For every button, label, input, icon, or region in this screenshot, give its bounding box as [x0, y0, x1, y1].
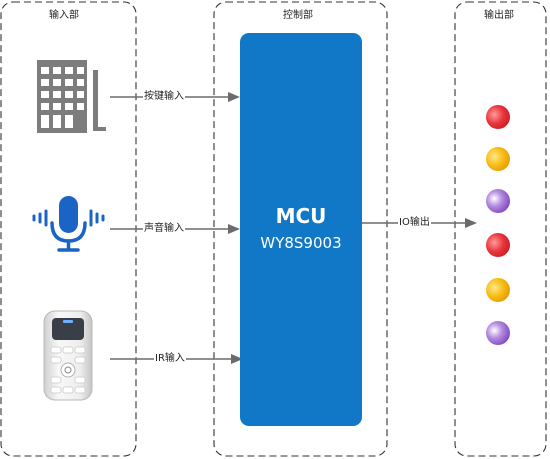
- led-purple-1: [486, 189, 510, 213]
- output-section-title: 输出部: [484, 10, 514, 21]
- keypad-icon: [37, 60, 106, 133]
- edge-label-key-input: 按键输入: [143, 91, 185, 103]
- led-red-2: [486, 233, 510, 257]
- mcu-model: WY8S9003: [260, 234, 342, 252]
- microphone-icon: [32, 196, 105, 252]
- led-purple-2: [486, 321, 510, 345]
- edge-label-ir-input: IR输入: [154, 353, 186, 365]
- input-section-title: 输入部: [49, 10, 79, 21]
- led-red-1: [486, 105, 510, 129]
- led-yellow-2: [486, 278, 510, 302]
- mcu-name: MCU: [275, 204, 327, 228]
- output-section-frame: [454, 1, 547, 457]
- control-section-title: 控制部: [283, 10, 313, 21]
- edge-label-io-output: IO输出: [398, 217, 431, 229]
- edge-label-voice-input: 声音输入: [143, 223, 185, 235]
- remote-control-icon: [43, 310, 93, 401]
- led-yellow-1: [486, 147, 510, 171]
- mcu-block: [240, 33, 362, 426]
